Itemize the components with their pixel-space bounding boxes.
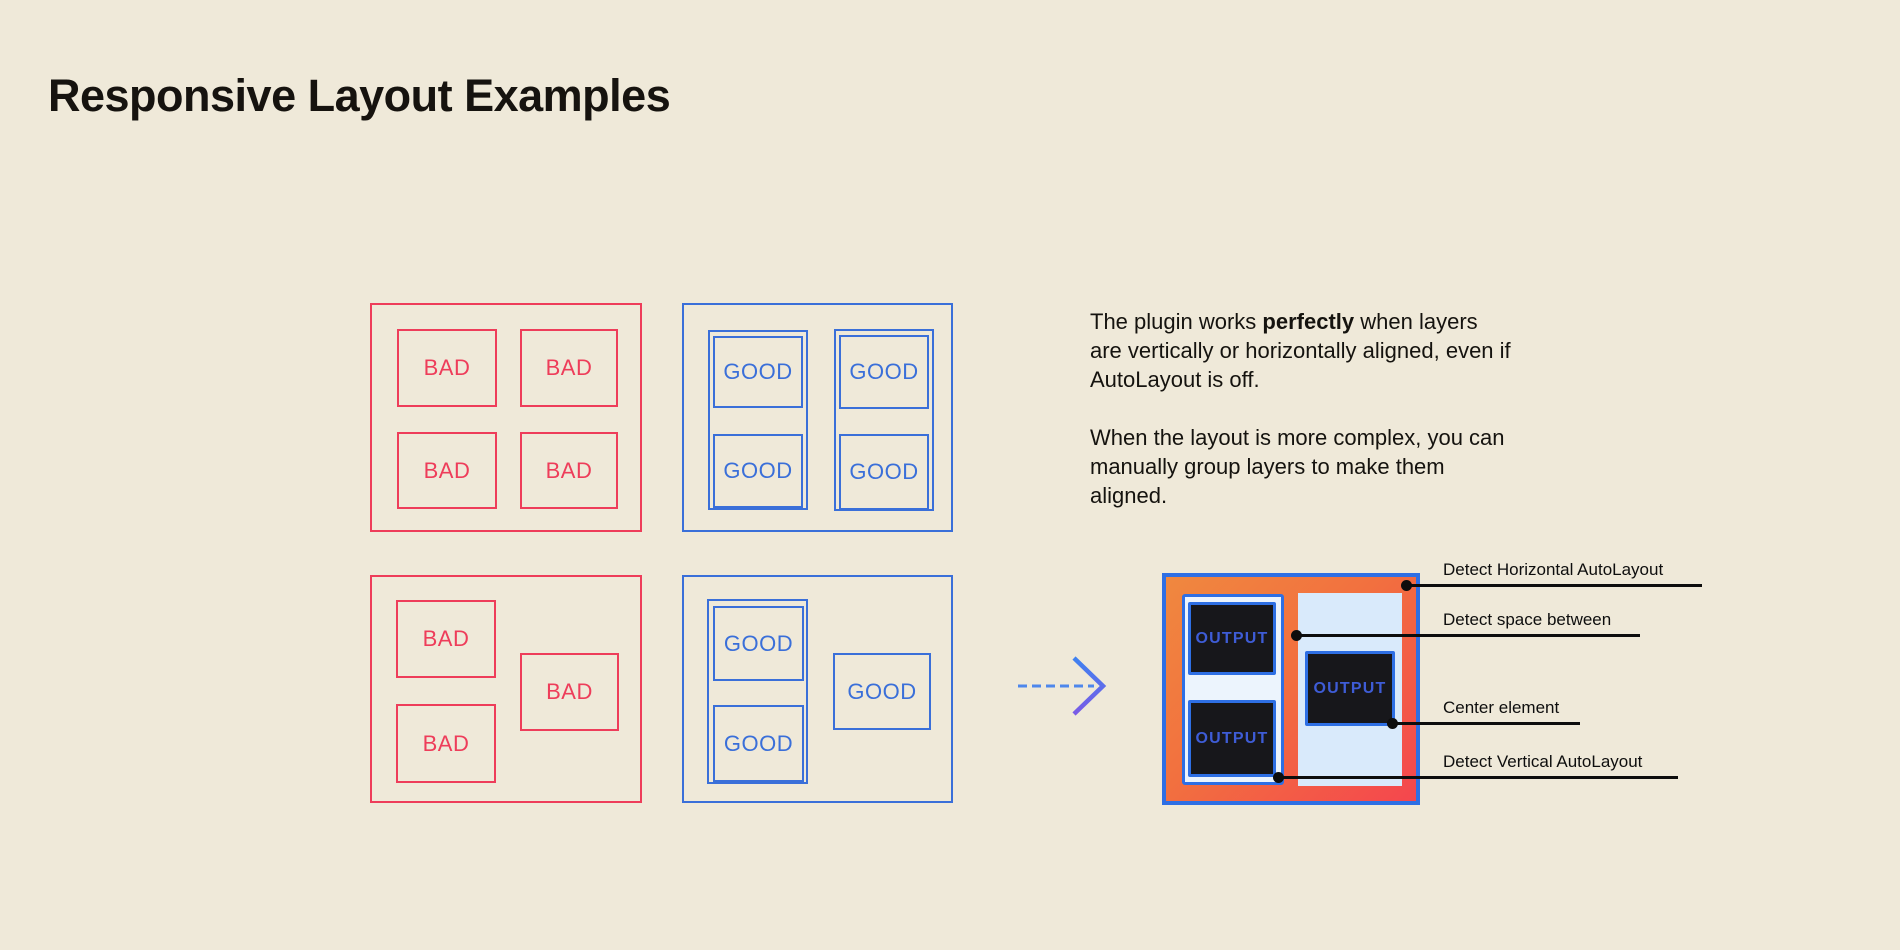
bad-box-label: BAD [423,457,471,483]
annotation-label: Detect Horizontal AutoLayout [1443,560,1664,579]
bad-box-label: BAD [545,457,593,483]
good-column-wrapper: GOOD GOOD [708,330,808,510]
output-diagram: OUTPUT OUTPUT OUTPUT [1162,573,1420,805]
annotation-dot-icon [1401,580,1412,591]
good-group-aligned: GOOD GOOD GOOD GOOD [682,303,953,532]
good-box-label: GOOD [723,458,793,483]
bad-box: BAD [520,432,618,509]
good-box-label: GOOD [849,459,919,484]
annotation-line-horizontal-autolayout [1401,580,1702,591]
bad-box-label: BAD [546,679,593,704]
bad-box-label: BAD [423,355,471,380]
output-space-panel: OUTPUT [1298,593,1402,786]
good-column-wrapper: GOOD GOOD [707,599,808,784]
page-title: Responsive Layout Examples [48,70,671,122]
description-p1-pre: The plugin works [1090,309,1263,334]
good-box-label: GOOD [723,730,794,756]
good-box: GOOD [713,705,804,782]
annotation-line-center-element [1387,718,1580,729]
description-p1-bold: perfectly [1262,309,1355,334]
description-paragraph-1: The plugin works perfectly when layers a… [1090,307,1514,394]
bad-group-aligned: BAD BAD BAD BAD [370,303,642,532]
bad-group-complex: BAD BAD BAD [370,575,642,803]
output-box-label: OUTPUT [1313,679,1387,697]
annotation-label: Detect space between [1443,610,1612,629]
good-box-label: GOOD [847,678,917,704]
good-box: GOOD [833,653,931,730]
good-group-complex: GOOD GOOD GOOD [682,575,953,803]
bad-box-label: BAD [545,355,593,380]
good-box: GOOD [839,434,929,510]
good-box-label: GOOD [849,359,919,384]
bad-box: BAD [397,432,497,509]
bad-box-label: BAD [422,730,470,756]
good-box: GOOD [713,434,803,508]
bad-box: BAD [396,600,496,678]
transform-arrow-icon [1018,656,1107,716]
good-column-wrapper: GOOD GOOD [834,329,934,511]
annotation-dot-icon [1387,718,1398,729]
output-box-label: OUTPUT [1195,729,1269,747]
bad-box-label: BAD [422,626,470,651]
good-box: GOOD [839,335,929,409]
annotation-dot-icon [1291,630,1302,641]
good-box-label: GOOD [723,630,794,656]
bad-box: BAD [396,704,496,783]
good-box: GOOD [713,336,803,408]
description-text: The plugin works perfectly when layers a… [1090,307,1514,539]
description-p1-post: when layers are vertically or horizontal… [1090,309,1511,392]
annotation-label: Center element [1443,698,1560,717]
good-box: GOOD [713,606,804,681]
annotation-line-vertical-autolayout [1273,772,1678,783]
bad-box: BAD [520,329,618,407]
description-paragraph-2: When the layout is more complex, you can… [1090,425,1505,508]
output-box: OUTPUT [1188,700,1276,777]
output-vertical-group: OUTPUT OUTPUT [1182,594,1284,785]
good-box-label: GOOD [723,359,793,384]
output-box-label: OUTPUT [1195,629,1269,647]
bad-box: BAD [520,653,619,731]
output-box: OUTPUT [1188,602,1276,675]
annotation-label: Detect Vertical AutoLayout [1443,752,1643,771]
bad-box: BAD [397,329,497,407]
annotation-line-space-between [1291,630,1640,641]
output-box: OUTPUT [1305,651,1395,726]
annotation-dot-icon [1273,772,1284,783]
